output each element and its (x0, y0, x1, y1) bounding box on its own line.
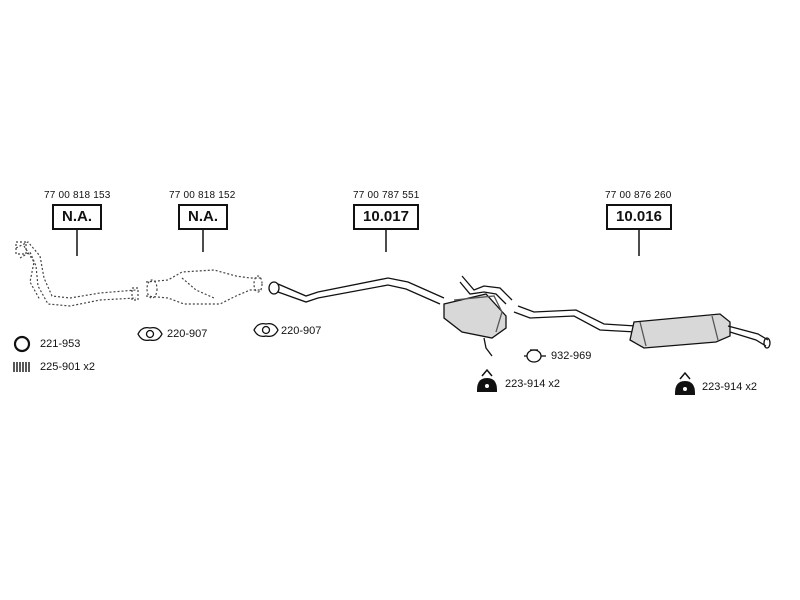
front-downpipe (15, 241, 139, 307)
oem-number-3: 77 00 787 551 (353, 190, 420, 201)
rubber-mount-icon (477, 368, 497, 392)
ring-gasket-icon (13, 335, 31, 353)
rear-silencer-pipe (513, 305, 771, 349)
flange-gasket-icon (253, 322, 279, 338)
accessory-label-flange-gasket-2: 220-907 (281, 325, 322, 337)
part-code-box-4[interactable]: 10.016 (606, 204, 672, 230)
oem-number-2: 77 00 818 152 (169, 190, 236, 201)
accessory-label-mount-1: 223-914 x2 (505, 378, 561, 390)
part-code-box-2[interactable]: N.A. (178, 204, 228, 230)
spring-icon (13, 362, 30, 372)
accessory-label-mount-2: 223-914 x2 (702, 381, 758, 393)
catalytic-converter (145, 269, 263, 305)
intermediate-silencer-pipe (268, 275, 513, 357)
oem-number-4: 77 00 876 260 (605, 190, 672, 201)
accessory-label-spring: 225-901 x2 (40, 361, 96, 373)
accessory-label-ring-gasket: 221-953 (40, 338, 81, 350)
rubber-mount-icon (675, 371, 695, 395)
part-code-box-1[interactable]: N.A. (52, 204, 102, 230)
flange-gasket-icon (137, 326, 163, 342)
accessory-label-flange-gasket-1: 220-907 (167, 328, 208, 340)
clamp-icon (524, 349, 546, 363)
accessory-label-clamp: 932-969 (551, 350, 592, 362)
part-code-box-3[interactable]: 10.017 (353, 204, 419, 230)
oem-number-1: 77 00 818 153 (44, 190, 111, 201)
